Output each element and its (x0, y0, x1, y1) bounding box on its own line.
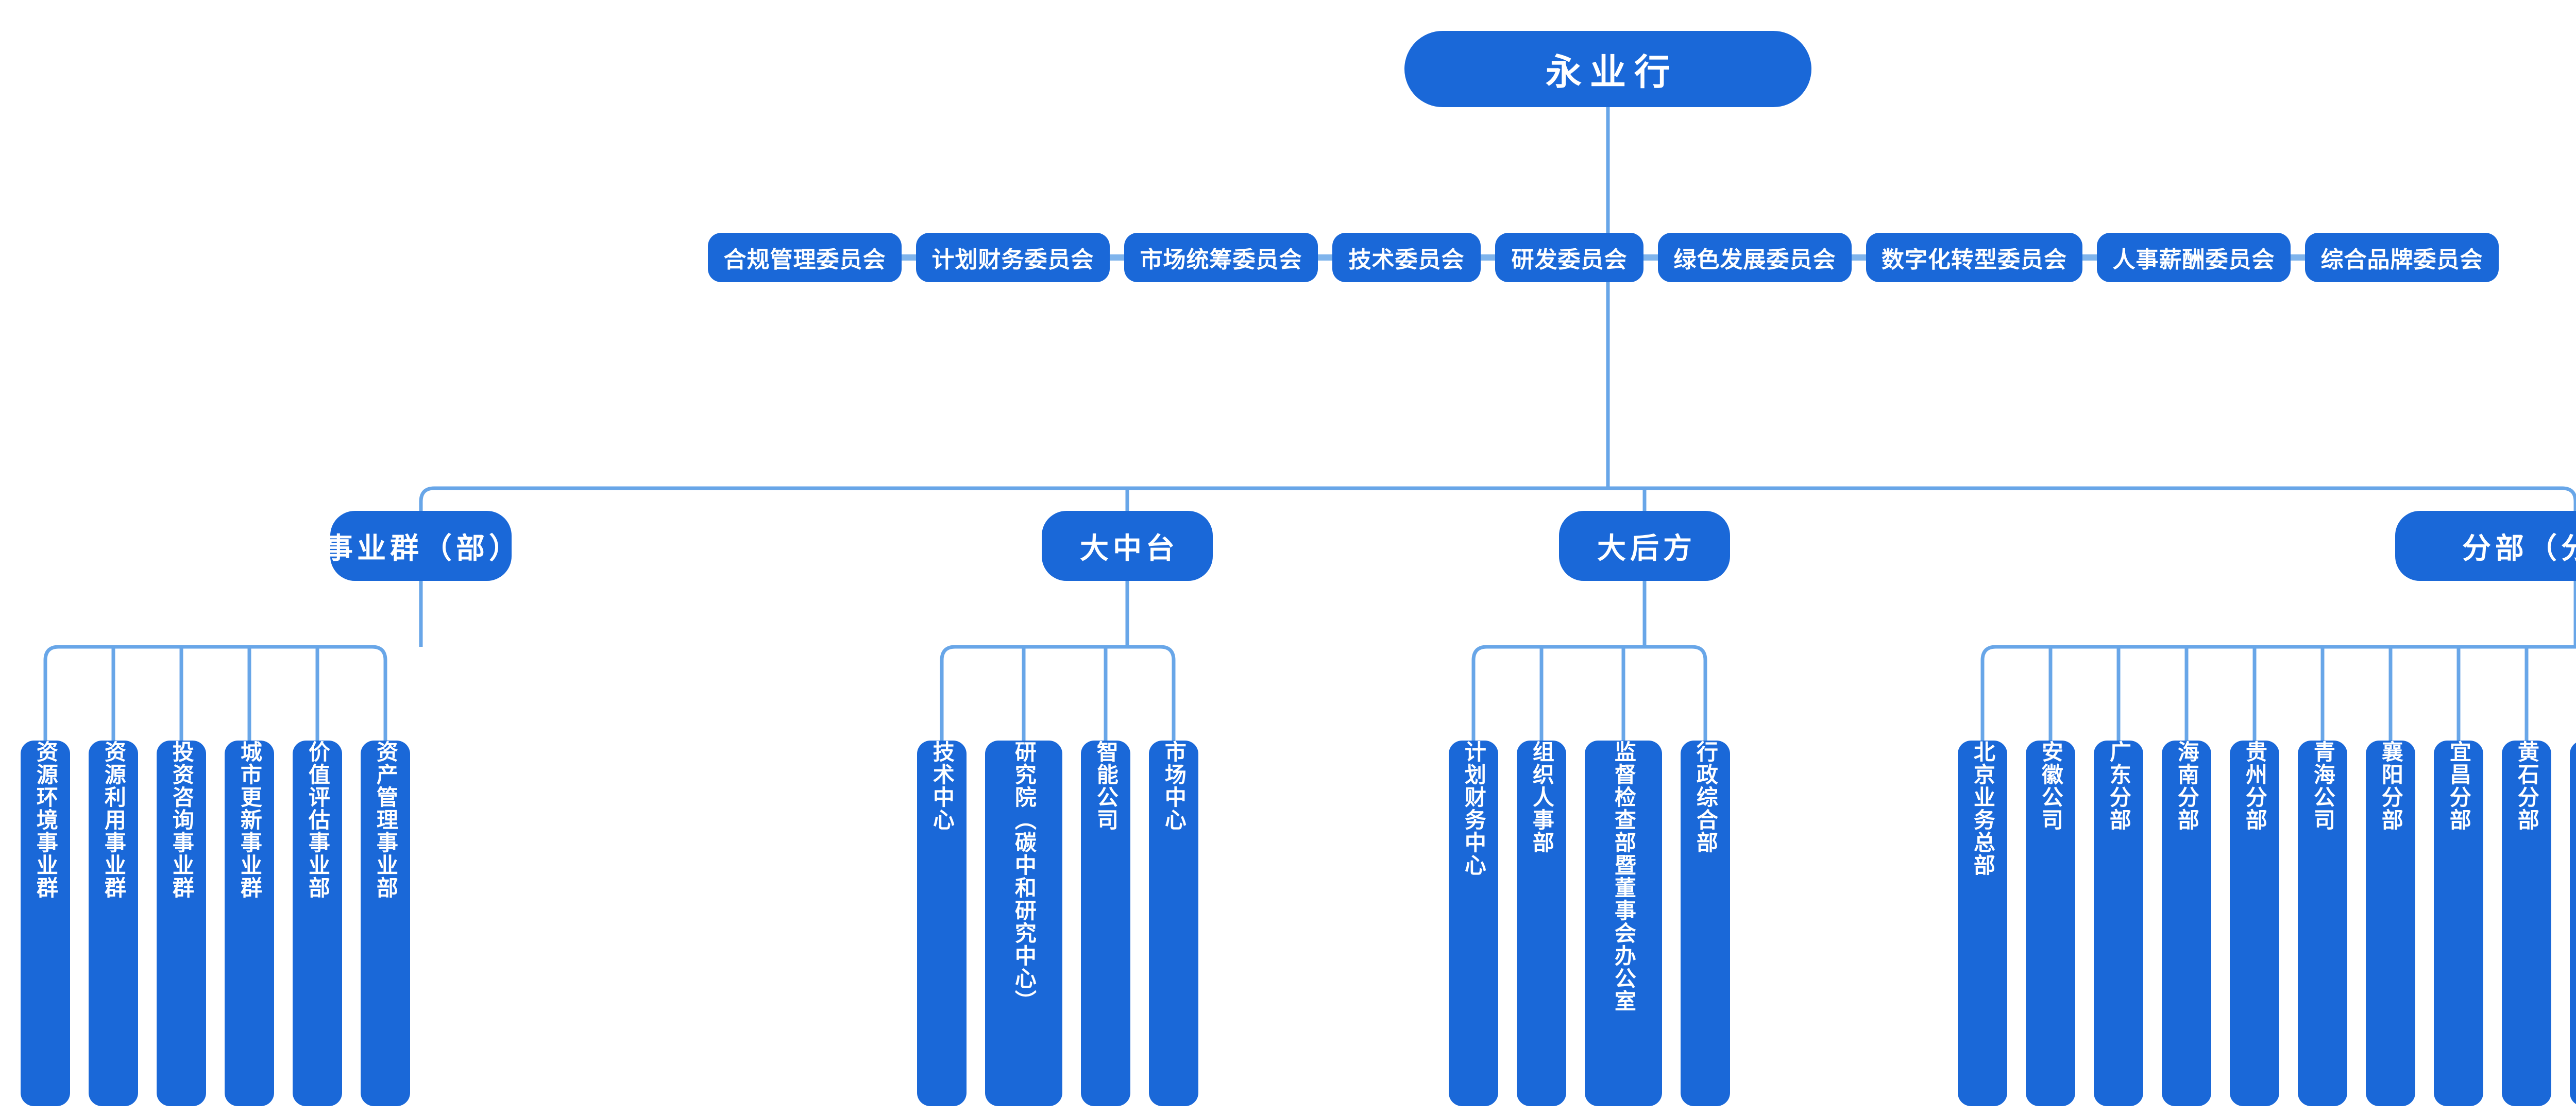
leaf-node-label: 监督检查部暨董事会办公室 (1612, 741, 1636, 1012)
leaf-node-1-4[interactable]: 城市更新事业群 (225, 741, 274, 1106)
leaf-node-1-6[interactable]: 资产管理事业部 (361, 741, 410, 1106)
leaf-node-1-3[interactable]: 投资咨询事业群 (157, 741, 206, 1106)
leaf-node-4-1[interactable]: 北京业务总部 (1958, 741, 2007, 1106)
leaf-node-label: 研究院（碳中和研究中心） (1012, 741, 1037, 1012)
leaf-node-3-4[interactable]: 行政综合部 (1681, 741, 1730, 1106)
leaf-node-4-4[interactable]: 海南分部 (2162, 741, 2211, 1106)
committee-node-1[interactable]: 合规管理委员会 (708, 233, 902, 282)
leaf-node-1-5[interactable]: 价值评估事业部 (293, 741, 342, 1106)
leaf-node-label: 计划财务中心 (1462, 741, 1486, 877)
committee-node-8[interactable]: 人事薪酬委员会 (2097, 233, 2291, 282)
leaf-node-label: 广东分部 (2107, 741, 2131, 831)
committee-node-7[interactable]: 数字化转型委员会 (1866, 233, 2082, 282)
committee-node-6[interactable]: 绿色发展委员会 (1658, 233, 1852, 282)
leaf-node-3-3[interactable]: 监督检查部暨董事会办公室 (1585, 741, 1662, 1106)
leaf-node-label: 宜昌分部 (2447, 741, 2471, 831)
leaf-node-label: 资产管理事业部 (374, 741, 398, 899)
leaf-node-label: 城市更新事业群 (238, 741, 262, 899)
leaf-node-4-8[interactable]: 宜昌分部 (2434, 741, 2483, 1106)
leaf-node-label: 海南分部 (2175, 741, 2199, 831)
committee-node-5[interactable]: 研发委员会 (1495, 233, 1643, 282)
committee-node-3[interactable]: 市场统筹委员会 (1124, 233, 1318, 282)
leaf-node-label: 技术中心 (930, 741, 955, 831)
leaf-node-1-2[interactable]: 资源利用事业群 (89, 741, 138, 1106)
leaf-node-label: 资源利用事业群 (101, 741, 126, 899)
leaf-node-label: 黄石分部 (2515, 741, 2539, 831)
division-header-2[interactable]: 大中台 (1042, 511, 1213, 581)
leaf-node-4-5[interactable]: 贵州分部 (2230, 741, 2279, 1106)
leaf-node-label: 投资咨询事业群 (170, 741, 194, 899)
division-header-1[interactable]: 事业群（部） (324, 511, 518, 581)
leaf-node-4-2[interactable]: 安徽公司 (2026, 741, 2075, 1106)
division-header-3[interactable]: 大后方 (1559, 511, 1730, 581)
division-header-4[interactable]: 分部（分公司） (2395, 511, 2576, 581)
committee-node-9[interactable]: 综合品牌委员会 (2305, 233, 2499, 282)
leaf-node-label: 行政综合部 (1693, 741, 1718, 854)
leaf-node-4-7[interactable]: 襄阳分部 (2366, 741, 2415, 1106)
committee-node-4[interactable]: 技术委员会 (1332, 233, 1481, 282)
leaf-node-4-3[interactable]: 广东分部 (2094, 741, 2143, 1106)
leaf-node-2-1[interactable]: 技术中心 (917, 741, 967, 1106)
leaf-node-label: 贵州分部 (2243, 741, 2267, 831)
leaf-node-2-4[interactable]: 市场中心 (1149, 741, 1198, 1106)
leaf-node-label: 襄阳分部 (2379, 741, 2403, 831)
leaf-node-label: 青海公司 (2311, 741, 2335, 831)
leaf-node-4-10[interactable]: 十堰分部 (2570, 741, 2576, 1106)
leaf-node-label: 资源环境事业群 (33, 741, 58, 899)
leaf-node-3-1[interactable]: 计划财务中心 (1449, 741, 1498, 1106)
leaf-node-label: 市场中心 (1162, 741, 1187, 831)
leaf-node-label: 组织人事部 (1530, 741, 1554, 854)
leaf-node-label: 价值评估事业部 (306, 741, 330, 899)
leaf-node-4-6[interactable]: 青海公司 (2298, 741, 2347, 1106)
leaf-node-4-9[interactable]: 黄石分部 (2502, 741, 2551, 1106)
committee-node-2[interactable]: 计划财务委员会 (916, 233, 1110, 282)
leaf-node-3-2[interactable]: 组织人事部 (1517, 741, 1566, 1106)
leaf-node-2-3[interactable]: 智能公司 (1081, 741, 1130, 1106)
root-node-yongyehang[interactable]: 永业行 (1404, 31, 1811, 107)
leaf-node-label: 北京业务总部 (1971, 741, 1995, 877)
leaf-node-1-1[interactable]: 资源环境事业群 (21, 741, 70, 1106)
leaf-node-2-2[interactable]: 研究院（碳中和研究中心） (985, 741, 1062, 1106)
leaf-node-label: 智能公司 (1094, 741, 1118, 831)
leaf-node-label: 安徽公司 (2039, 741, 2063, 831)
